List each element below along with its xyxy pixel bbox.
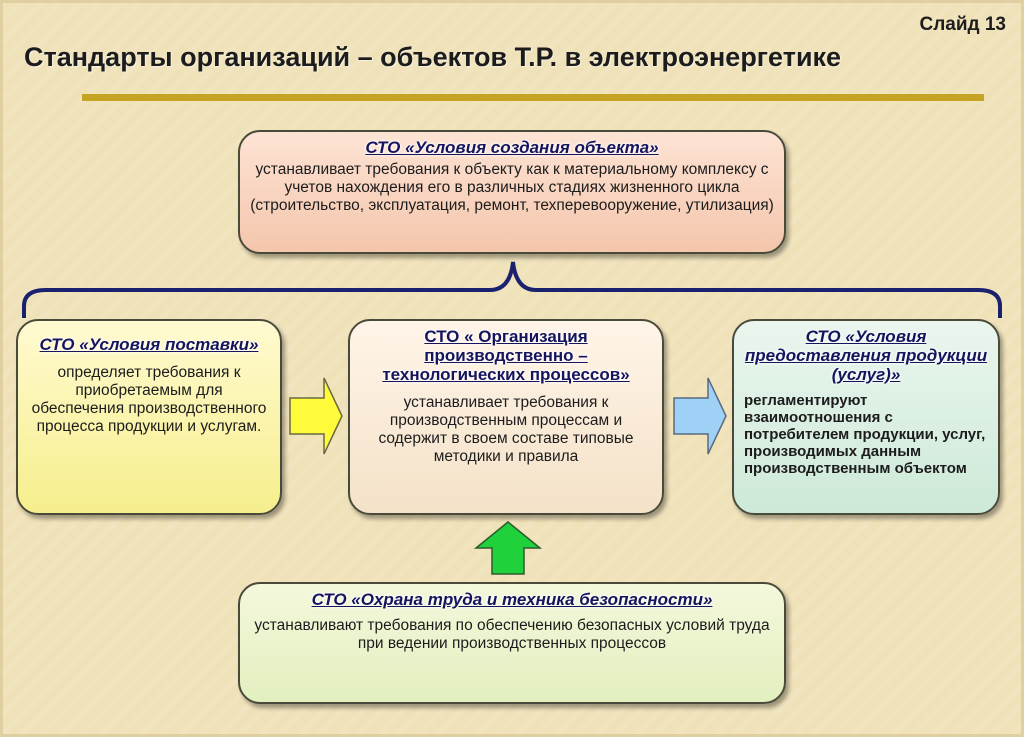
box-labor-safety: СТО «Охрана труда и техника безопасности… [238, 582, 786, 704]
slide-title: Стандарты организаций – объектов Т.Р. в … [24, 42, 842, 72]
box-creation-conditions-heading: СТО «Условия создания объекта» [365, 138, 659, 157]
box-supply-conditions: СТО «Условия поставки» определяет требов… [16, 319, 282, 515]
box-supply-conditions-heading: СТО «Условия поставки» [39, 335, 259, 354]
box-creation-conditions: СТО «Условия создания объекта» устанавли… [238, 130, 786, 254]
box-process-organization-heading: СТО « Организация производственно – техн… [382, 327, 630, 384]
box-product-provision: СТО «Условия предоставления продукции (у… [732, 319, 1000, 515]
box-process-organization: СТО « Организация производственно – техн… [348, 319, 664, 515]
slide-number: Слайд 13 [919, 14, 1006, 35]
title-underline-bar [82, 94, 984, 101]
box-supply-conditions-text: определяет требования к приобретаемым дл… [31, 364, 267, 435]
box-product-provision-text: регламентируют взаимоотношения с потреби… [744, 392, 986, 477]
box-process-organization-text: устанавливает требования к производствен… [378, 394, 634, 465]
box-labor-safety-text: устанавливают требования по обеспечению … [254, 617, 770, 652]
box-creation-conditions-text: устанавливает требования к объекту как к… [250, 161, 774, 214]
box-labor-safety-heading: СТО «Охрана труда и техника безопасности… [311, 590, 713, 609]
box-product-provision-heading: СТО «Условия предоставления продукции (у… [744, 327, 988, 384]
